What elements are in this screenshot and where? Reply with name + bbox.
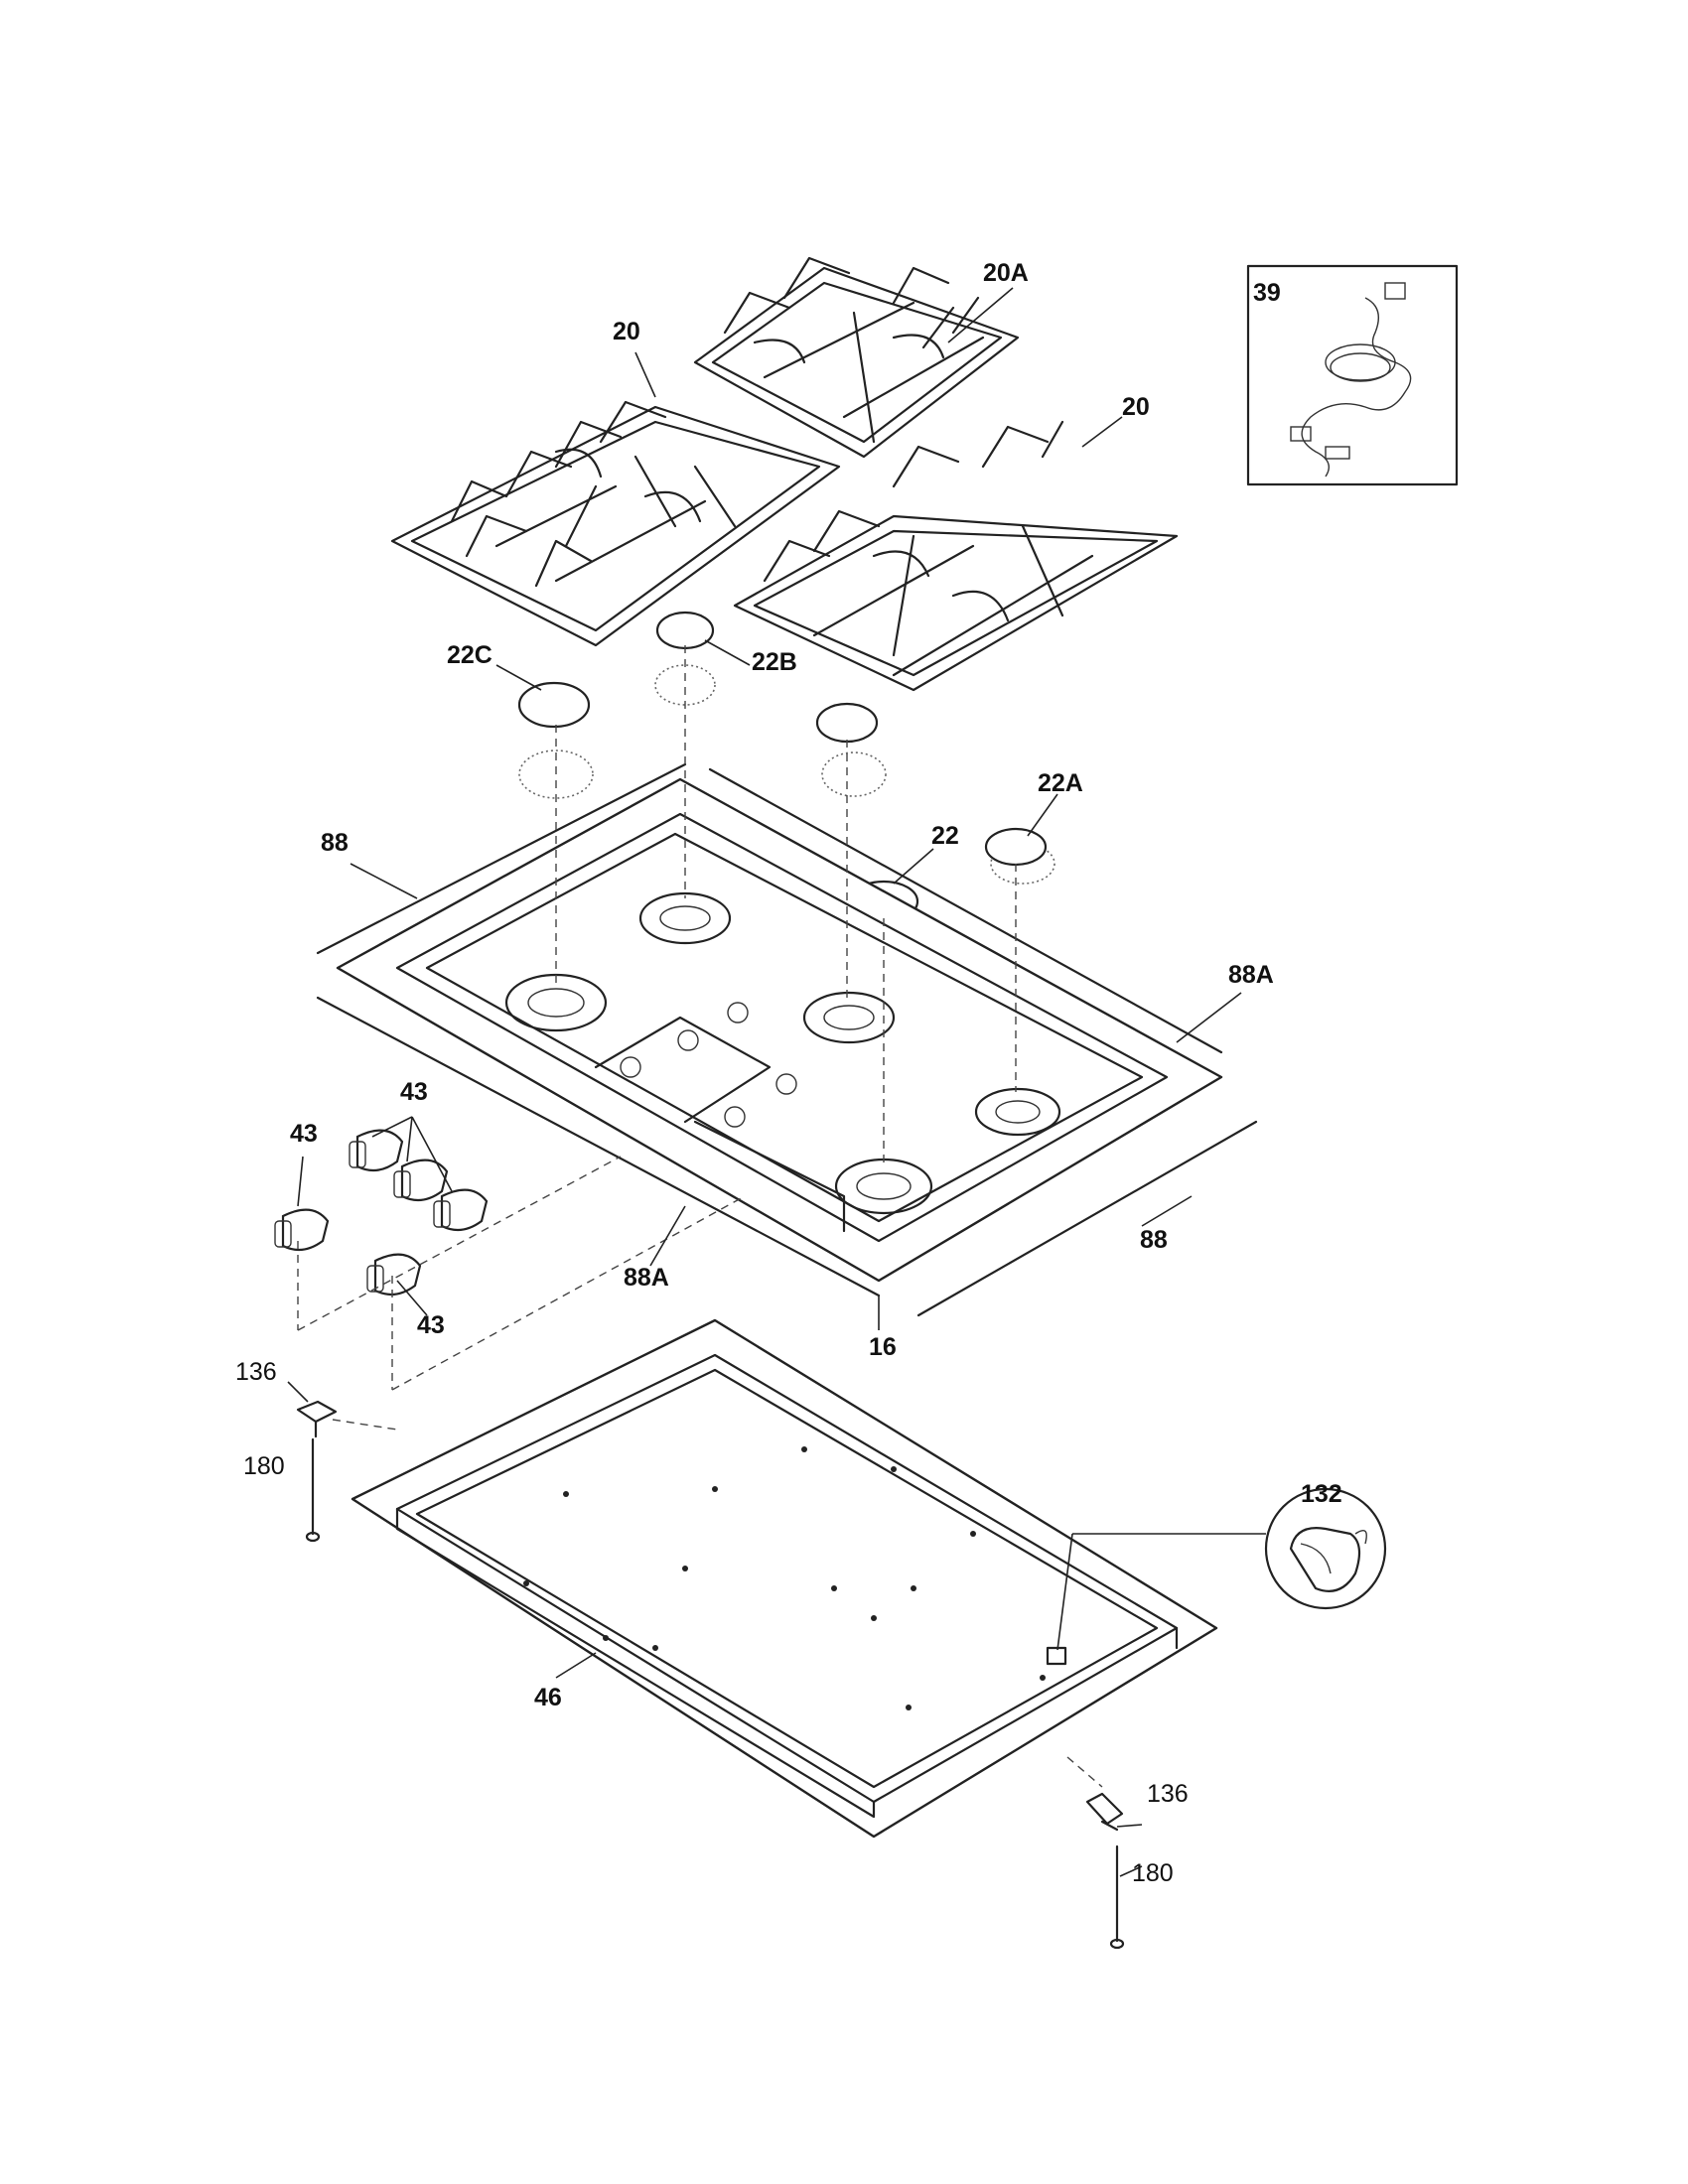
power-cord-icon <box>1290 282 1412 478</box>
label-cap-22b: 22B <box>752 648 797 676</box>
cooktop-top <box>336 777 1223 1283</box>
label-screw-180-left: 180 <box>243 1452 285 1480</box>
valve-holes <box>620 1002 797 1128</box>
leader-lines <box>287 287 1266 1877</box>
label-screw-180-right: 180 <box>1132 1859 1174 1887</box>
label-knob-43-left: 43 <box>290 1120 318 1148</box>
label-ignitor-132: 132 <box>1301 1480 1342 1508</box>
grate-left <box>390 400 841 647</box>
label-burner-box: 46 <box>534 1684 562 1711</box>
power-cord-box <box>1246 264 1459 486</box>
grate-right <box>733 420 1179 692</box>
spark-module-detail <box>1264 1487 1387 1610</box>
burner-cap-22a <box>984 827 1048 867</box>
burner-cap-22c <box>517 681 591 729</box>
label-cap-22c: 22C <box>447 641 492 669</box>
burner-box-holes <box>523 1446 1046 1710</box>
label-trim-88a-front: 88A <box>624 1264 669 1292</box>
burner-cap-22b <box>655 611 715 650</box>
knob-4 <box>274 1208 330 1252</box>
spark-module-icon <box>1289 1527 1367 1592</box>
label-trim-88-left: 88 <box>321 829 349 857</box>
mounting-hardware-right <box>1085 1792 1125 1950</box>
label-knob-43-bottom: 43 <box>417 1311 445 1339</box>
trim-strips <box>316 762 1258 1317</box>
label-trim-88-right: 88 <box>1140 1226 1168 1254</box>
label-trim-88a-right: 88A <box>1228 961 1274 989</box>
ignitor-module <box>1046 1646 1067 1666</box>
alignment-lines <box>297 645 1103 1788</box>
knob-5 <box>366 1253 422 1297</box>
label-cap-22: 22 <box>931 822 959 850</box>
label-knob-43-group: 43 <box>400 1078 428 1106</box>
knob-2 <box>393 1159 449 1202</box>
label-grate-left: 20 <box>613 318 640 345</box>
label-cooktop-top: 16 <box>869 1333 897 1361</box>
label-cap-22a: 22A <box>1038 769 1083 797</box>
label-grate-right: 20 <box>1122 393 1150 421</box>
knob-3 <box>433 1188 489 1232</box>
label-power-cord: 39 <box>1253 279 1281 307</box>
part-labels: 20 20A 20 39 22C 22B 22A 22 88 88A 43 43… <box>235 259 1342 1887</box>
label-bracket-136-left: 136 <box>235 1358 277 1386</box>
label-grate-center: 20A <box>983 259 1029 287</box>
burner-cap-22b-right <box>815 702 879 744</box>
control-knobs <box>274 1129 489 1297</box>
knob-1 <box>349 1129 404 1172</box>
grate-center <box>693 256 1020 459</box>
burner-box <box>351 1318 1218 1839</box>
label-bracket-136-right: 136 <box>1147 1780 1189 1808</box>
mounting-hardware-left <box>296 1400 338 1543</box>
